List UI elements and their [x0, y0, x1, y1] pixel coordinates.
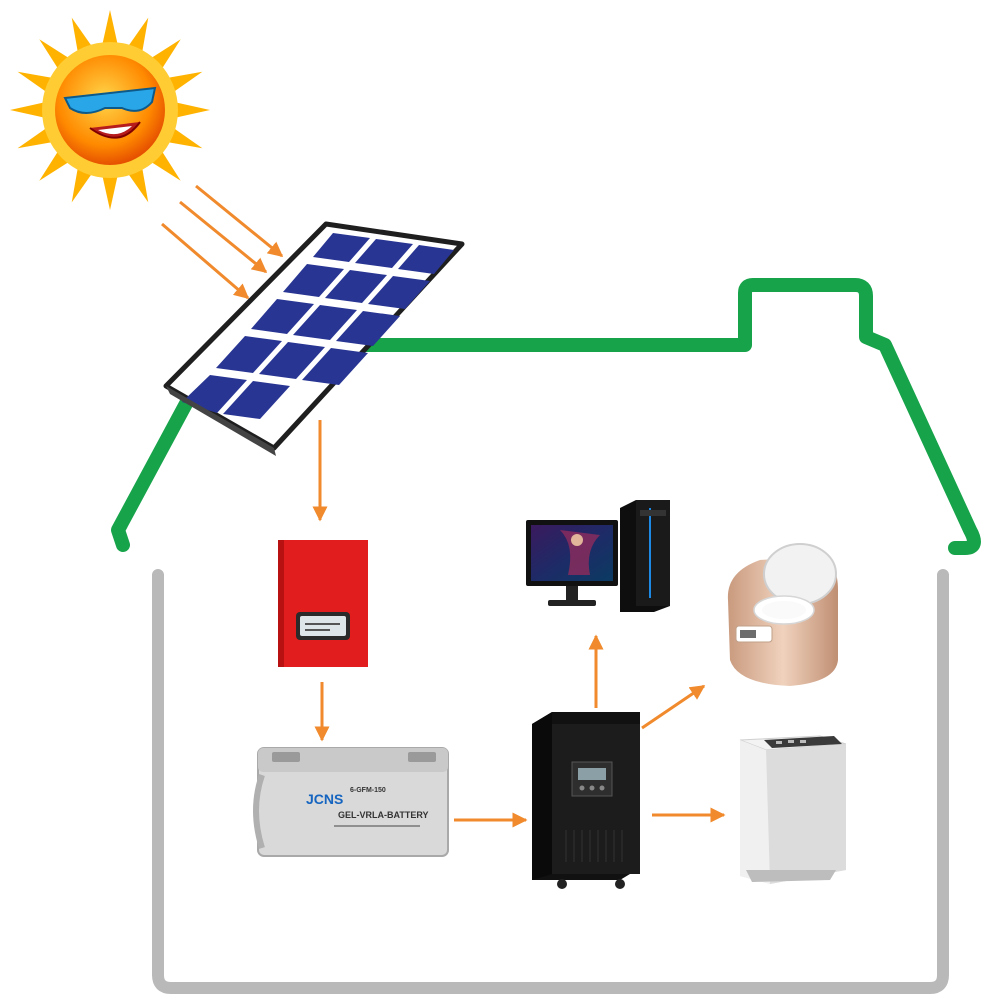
washing-machine-icon	[739, 735, 847, 884]
battery-icon: JCNS 6-GFM-150 GEL-VRLA-BATTERY	[253, 747, 449, 857]
sun-icon	[10, 10, 210, 210]
battery-model: 6-GFM-150	[350, 787, 386, 794]
computer-icon	[526, 500, 670, 612]
house-roof	[111, 278, 981, 555]
arrow-inverter-to-rice-cooker	[641, 684, 706, 730]
inverter-icon	[532, 712, 640, 889]
sun-ray-arrows	[161, 184, 284, 300]
rice-cooker-icon	[727, 543, 838, 686]
house-wall	[152, 569, 949, 994]
charge-controller-icon	[278, 540, 368, 667]
solar-panel-icon	[163, 221, 465, 456]
battery-type: GEL-VRLA-BATTERY	[338, 810, 429, 820]
battery-brand: JCNS	[306, 791, 343, 807]
